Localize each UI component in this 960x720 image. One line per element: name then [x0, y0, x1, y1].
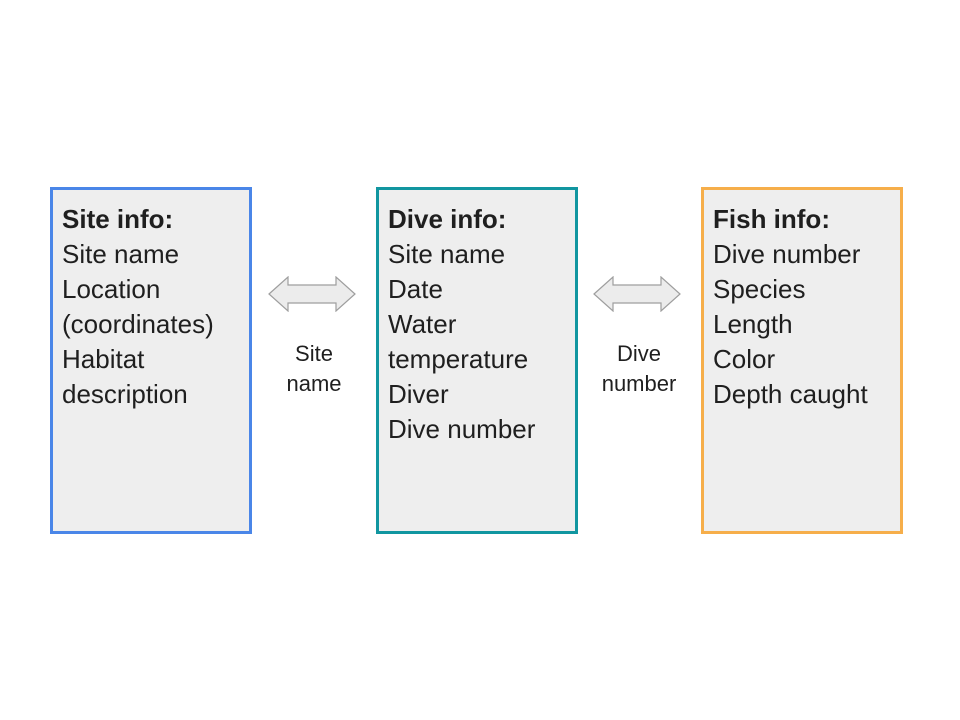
site-info-field: (coordinates)	[62, 309, 214, 339]
dive-info-field: Diver	[388, 379, 449, 409]
fish-info-field: Length	[713, 309, 793, 339]
link-label-line: Dive	[616, 341, 661, 366]
dive-info-field: temperature	[388, 344, 529, 374]
link-label-line: number	[601, 371, 677, 396]
double-arrow-icon	[593, 276, 681, 312]
link-label-line: Site	[295, 341, 333, 366]
site-info-field: description	[62, 379, 188, 409]
dive-info-box: Dive info: Site name Date Water temperat…	[376, 187, 578, 534]
link-label-line: name	[286, 371, 342, 396]
dive-info-field: Water	[388, 309, 457, 339]
fish-info-field: Dive number	[713, 239, 861, 269]
site-info-field: Location	[62, 274, 161, 304]
link-label-dive-number: Dive number	[584, 339, 694, 399]
dive-info-field: Date	[388, 274, 443, 304]
site-info-title: Site info:	[62, 204, 174, 234]
fish-info-field: Depth caught	[713, 379, 868, 409]
fish-info-field: Color	[713, 344, 776, 374]
double-arrow-icon	[268, 276, 356, 312]
site-info-box: Site info: Site name Location (coordinat…	[50, 187, 252, 534]
dive-info-field: Dive number	[388, 414, 536, 444]
site-info-field: Habitat	[62, 344, 145, 374]
dive-info-field: Site name	[388, 239, 506, 269]
double-arrow-shape	[593, 276, 681, 312]
fish-info-box: Fish info: Dive number Species Length Co…	[701, 187, 903, 534]
fish-info-field: Species	[713, 274, 806, 304]
site-info-field: Site name	[62, 239, 180, 269]
double-arrow-shape	[268, 276, 356, 312]
link-label-site-name: Site name	[259, 339, 369, 399]
fish-info-title: Fish info:	[713, 204, 830, 234]
dive-info-title: Dive info:	[388, 204, 507, 234]
